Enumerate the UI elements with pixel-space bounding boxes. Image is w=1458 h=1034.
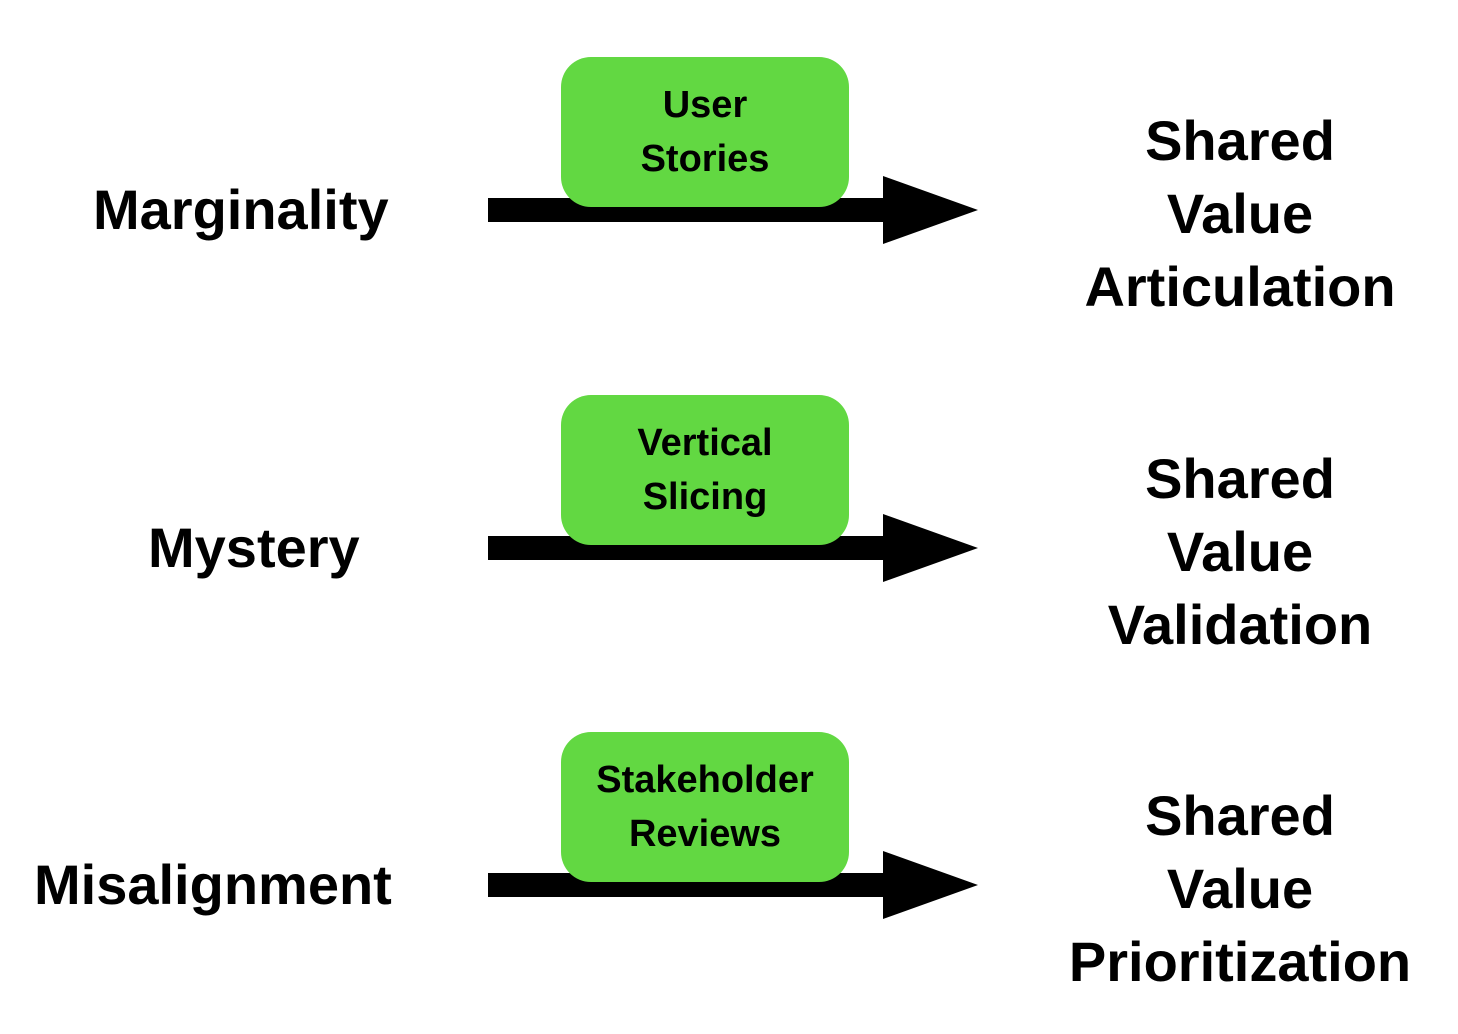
outcome-line: Value (1166, 182, 1314, 245)
flow-row-marginality: Marginality User Stories Shared Value Ar… (0, 0, 1458, 318)
problem-label: Marginality (93, 178, 389, 241)
problem-label: Mystery (148, 516, 360, 579)
outcome-line: Shared (1145, 447, 1335, 510)
problem-label: Misalignment (34, 853, 392, 916)
outcome-line: Shared (1145, 784, 1335, 847)
outcome-label: Shared Value Articulation (1040, 104, 1440, 323)
outcome-line: Prioritization (1068, 930, 1412, 993)
practice-box: Vertical Slicing (561, 395, 849, 545)
outcome-line: Articulation (1084, 255, 1396, 318)
practice-box: User Stories (561, 57, 849, 207)
outcome-line: Shared (1145, 109, 1335, 172)
outcome-label: Shared Value Validation (1040, 442, 1440, 661)
practice-label: Vertical Slicing (637, 422, 773, 518)
practice-label: Stakeholder Reviews (596, 759, 814, 855)
practice-label: User Stories (640, 84, 770, 180)
outcome-label: Shared Value Prioritization (1040, 779, 1440, 998)
outcome-line: Value (1166, 857, 1314, 920)
outcome-line: Value (1166, 520, 1314, 583)
flow-row-misalignment: Misalignment Stakeholder Reviews Shared … (0, 675, 1458, 993)
outcome-line: Validation (1107, 593, 1373, 656)
flow-row-mystery: Mystery Vertical Slicing Shared Value Va… (0, 338, 1458, 656)
practice-box: Stakeholder Reviews (561, 732, 849, 882)
